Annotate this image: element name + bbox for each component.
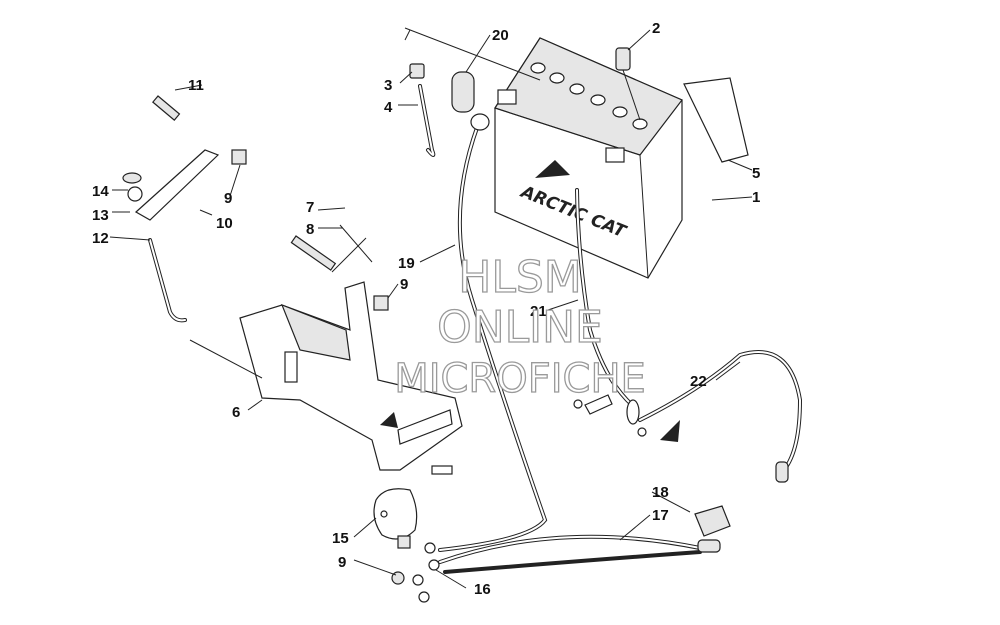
watermark: HLSM ONLINE MICROFICHE — [394, 251, 647, 402]
watermark-line2: ONLINE — [437, 302, 603, 353]
callout-12: 12 — [92, 230, 109, 247]
callout-6: 6 — [232, 404, 240, 421]
callout-4: 4 — [384, 99, 393, 116]
arctic-cat-logo-mark — [535, 160, 570, 178]
callout-9-solenoid: 9 — [338, 554, 346, 571]
callout-16: 16 — [474, 581, 491, 598]
watermark-line3: MICROFICHE — [394, 356, 646, 402]
callout-7: 7 — [306, 199, 314, 216]
callouts: 1 2 3 4 5 6 7 8 9 9 9 10 11 12 13 14 15 … — [92, 20, 760, 598]
callout-11: 11 — [188, 77, 204, 94]
battery-pad — [683, 77, 749, 163]
battery-bracket — [239, 281, 463, 475]
battery-terminal-negative — [497, 89, 517, 105]
hold-down-rod — [148, 238, 187, 323]
watermark-line1: HLSM — [458, 252, 582, 303]
callout-9-strap: 9 — [224, 190, 232, 207]
vent-fitting — [615, 47, 641, 121]
terminal-cover — [451, 71, 475, 113]
harness-17 — [438, 534, 721, 574]
leader-lines — [109, 27, 753, 589]
callout-1: 1 — [752, 189, 760, 206]
bracket-bolt — [290, 224, 373, 273]
callout-22: 22 — [690, 373, 707, 390]
callout-14: 14 — [92, 183, 109, 200]
callout-9-bracket: 9 — [400, 276, 408, 293]
vent-hose — [409, 63, 436, 157]
starter-solenoid — [373, 488, 418, 549]
callout-10: 10 — [216, 215, 233, 232]
callout-2: 2 — [652, 20, 660, 37]
solenoid-hardware — [391, 542, 440, 603]
connector-boot — [694, 505, 731, 537]
callout-18: 18 — [652, 484, 669, 501]
reference-arrow-bracket — [380, 412, 398, 428]
battery-terminal-positive — [605, 147, 625, 163]
callout-13: 13 — [92, 207, 109, 224]
callout-8: 8 — [306, 221, 314, 238]
nut-9-upper — [373, 295, 389, 311]
callout-17: 17 — [652, 507, 669, 524]
harness-22 — [573, 350, 803, 483]
callout-21: 21 — [530, 303, 547, 320]
callout-3: 3 — [384, 77, 392, 94]
battery: ARCTIC CAT — [494, 37, 683, 279]
positive-cable — [575, 188, 640, 425]
bracket-slot — [284, 351, 298, 383]
callout-20: 20 — [492, 27, 509, 44]
callout-15: 15 — [332, 530, 349, 547]
callout-5: 5 — [752, 165, 760, 182]
reference-arrow-harness — [660, 420, 680, 442]
callout-19: 19 — [398, 255, 415, 272]
battery-cell-caps — [530, 62, 648, 130]
bracket-screw — [431, 465, 453, 475]
hold-down-strap — [122, 95, 247, 221]
bracket-side-slot — [397, 409, 453, 445]
negative-cable — [438, 113, 548, 552]
